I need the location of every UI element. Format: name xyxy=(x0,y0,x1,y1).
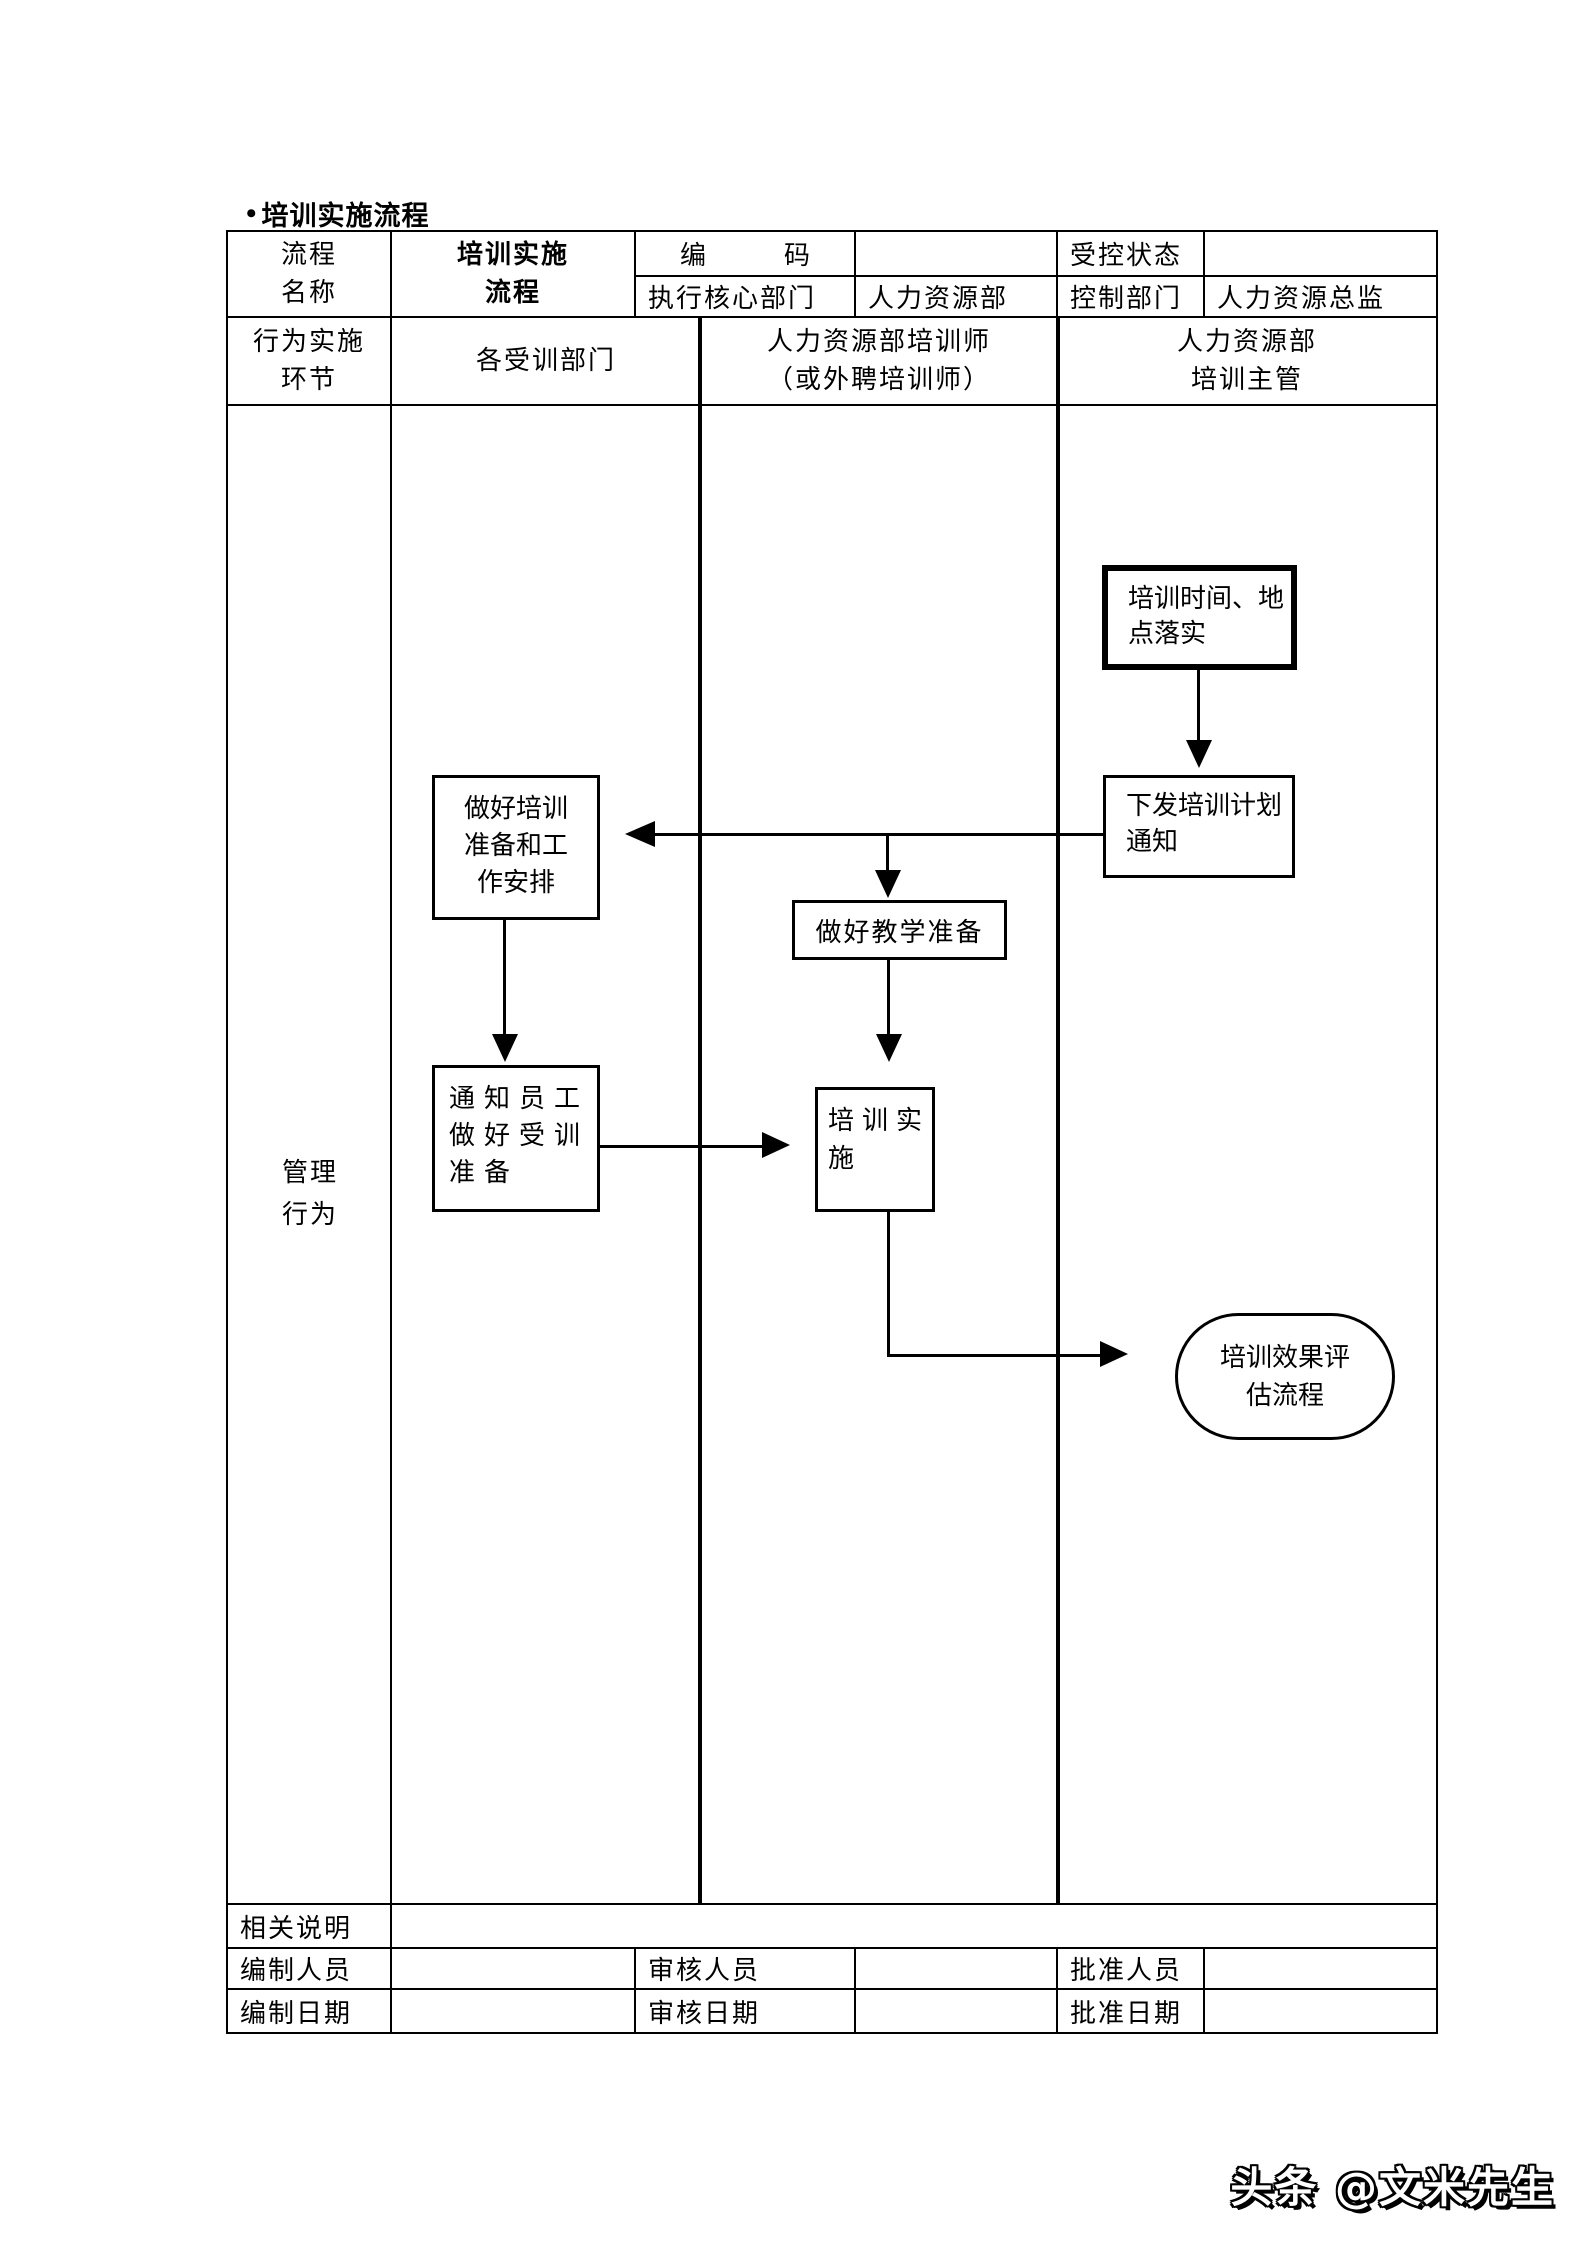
control-dept-value: 人力资源总监 xyxy=(1217,284,1386,313)
cell-lane1-header: 各受训部门 xyxy=(390,316,702,406)
review-date-label: 审核日期 xyxy=(648,1998,761,2028)
arrow-branch-to-teaching-head xyxy=(875,870,901,898)
arrow-notify-to-implement-line xyxy=(600,1145,762,1148)
cell-lane3-header: 人力资源部 培训主管 xyxy=(1056,316,1438,406)
process-name-label-line1: 流程 xyxy=(280,240,337,269)
code-label: 编 码 xyxy=(679,241,810,270)
arrow-teaching-to-implement-line xyxy=(887,960,890,1036)
lane-header-label-line1: 行为实施 xyxy=(252,327,365,356)
arrow-notify-to-implement-head xyxy=(762,1132,790,1158)
arrow-branch-to-teaching-line xyxy=(886,834,889,872)
cell-code-label: 编 码 xyxy=(634,230,856,277)
lane1-header: 各受训部门 xyxy=(475,346,616,375)
cell-author-date-label: 编制日期 xyxy=(226,1988,392,2034)
cell-approver-value xyxy=(1203,1947,1438,1990)
node-evaluate-line1: 培训效果评 xyxy=(1219,1342,1350,1372)
arrow-implement-to-evaluate-vline xyxy=(887,1212,890,1357)
arrow-confirm-to-notice-head xyxy=(1186,740,1212,768)
cell-process-name-value: 培训实施 流程 xyxy=(390,230,636,318)
arrow-prepare-to-notify-head xyxy=(492,1034,518,1062)
cell-notes-value xyxy=(390,1903,1438,1949)
node-evaluate-line2: 估流程 xyxy=(1245,1380,1324,1410)
node-confirm-time: 培训时间、地 点落实 xyxy=(1102,565,1297,670)
node-confirm-time-line1: 培训时间、地 xyxy=(1128,584,1285,613)
control-status-label: 受控状态 xyxy=(1070,241,1183,270)
management-label-line2: 行为 xyxy=(281,1200,338,1229)
exec-dept-value: 人力资源部 xyxy=(868,284,1009,313)
title-bullet: • xyxy=(246,196,258,230)
exec-dept-label: 执行核心部门 xyxy=(648,284,817,313)
node-implement-line2: 施 xyxy=(828,1144,863,1173)
node-issue-notice-line2: 通知 xyxy=(1126,827,1179,856)
cell-approve-date-value xyxy=(1203,1988,1438,2034)
arrow-teaching-to-implement-head xyxy=(876,1034,902,1062)
cell-control-status-label: 受控状态 xyxy=(1056,230,1205,277)
node-prepare-training-line1: 做好培训 xyxy=(463,794,568,823)
node-prepare-training-line3: 作安排 xyxy=(476,868,555,897)
arrow-notice-to-prepare-line xyxy=(655,833,1103,836)
cell-lane-header-label: 行为实施 环节 xyxy=(226,316,392,406)
node-issue-notice: 下发培训计划 通知 xyxy=(1103,775,1295,878)
cell-approve-date-label: 批准日期 xyxy=(1056,1988,1205,2034)
node-issue-notice-line1: 下发培训计划 xyxy=(1126,791,1283,820)
cell-author-value xyxy=(390,1947,636,1990)
lane-header-label-line2: 环节 xyxy=(280,365,337,394)
title-text: 培训实施流程 xyxy=(261,201,430,231)
process-name-label-line2: 名称 xyxy=(280,278,337,307)
control-dept-label: 控制部门 xyxy=(1070,284,1183,313)
node-notify-staff: 通知员工 做好受训 准备 xyxy=(432,1065,600,1212)
cell-notes-label: 相关说明 xyxy=(226,1903,392,1949)
arrow-confirm-to-notice-line xyxy=(1197,670,1200,742)
lane2-header-line1: 人力资源部培训师 xyxy=(766,327,991,356)
node-implement: 培训实 施 xyxy=(815,1087,935,1212)
node-prepare-teaching-text: 做好教学准备 xyxy=(815,917,984,947)
cell-review-date-label: 审核日期 xyxy=(634,1988,856,2034)
process-name-value-line1: 培训实施 xyxy=(456,240,569,269)
lane2-header-line2: （或外聘培训师） xyxy=(766,365,991,394)
node-notify-staff-line2: 做好受训 xyxy=(449,1121,590,1150)
process-name-value-line2: 流程 xyxy=(484,278,541,307)
node-implement-line1: 培训实 xyxy=(828,1106,931,1135)
node-notify-staff-line1: 通知员工 xyxy=(449,1084,590,1113)
node-confirm-time-line2: 点落实 xyxy=(1128,619,1207,648)
management-label-line1: 管理 xyxy=(281,1158,338,1187)
arrow-notice-to-prepare-head xyxy=(625,821,655,847)
node-evaluate: 培训效果评 估流程 xyxy=(1175,1313,1395,1440)
cell-control-dept-label: 控制部门 xyxy=(1056,275,1205,318)
notes-label: 相关说明 xyxy=(240,1913,353,1943)
management-behavior-label: 管理 行为 xyxy=(228,1152,392,1236)
author-label: 编制人员 xyxy=(240,1956,353,1985)
node-prepare-training-line2: 准备和工 xyxy=(463,831,568,860)
approve-date-label: 批准日期 xyxy=(1070,1998,1183,2028)
reviewer-label: 审核人员 xyxy=(648,1956,761,1985)
cell-author-date-value xyxy=(390,1988,636,2034)
arrow-implement-to-evaluate-head xyxy=(1100,1341,1128,1367)
cell-lane2-header: 人力资源部培训师 （或外聘培训师） xyxy=(698,316,1060,406)
cell-review-date-value xyxy=(854,1988,1058,2034)
cell-exec-dept-value: 人力资源部 xyxy=(854,275,1058,318)
cell-reviewer-value xyxy=(854,1947,1058,1990)
lane3-header-line1: 人力资源部 xyxy=(1176,327,1317,356)
cell-exec-dept-label: 执行核心部门 xyxy=(634,275,856,318)
node-notify-staff-line3: 准备 xyxy=(449,1158,520,1187)
cell-code-value xyxy=(854,230,1058,277)
watermark: 头条 @文米先生 xyxy=(1230,2163,1555,2212)
arrow-implement-to-evaluate-hline xyxy=(887,1354,1100,1357)
page-title: •培训实施流程 xyxy=(246,194,430,233)
cell-reviewer-label: 审核人员 xyxy=(634,1947,856,1990)
arrow-prepare-to-notify-line xyxy=(503,920,506,1036)
cell-process-name-label: 流程 名称 xyxy=(226,230,392,318)
cell-control-dept-value: 人力资源总监 xyxy=(1203,275,1438,318)
cell-control-status-value xyxy=(1203,230,1438,277)
cell-author-label: 编制人员 xyxy=(226,1947,392,1990)
cell-approver-label: 批准人员 xyxy=(1056,1947,1205,1990)
approver-label: 批准人员 xyxy=(1070,1956,1183,1985)
node-prepare-teaching: 做好教学准备 xyxy=(792,900,1007,960)
lane3-header-line2: 培训主管 xyxy=(1190,365,1303,394)
author-date-label: 编制日期 xyxy=(240,1998,353,2028)
node-prepare-training: 做好培训 准备和工 作安排 xyxy=(432,775,600,920)
